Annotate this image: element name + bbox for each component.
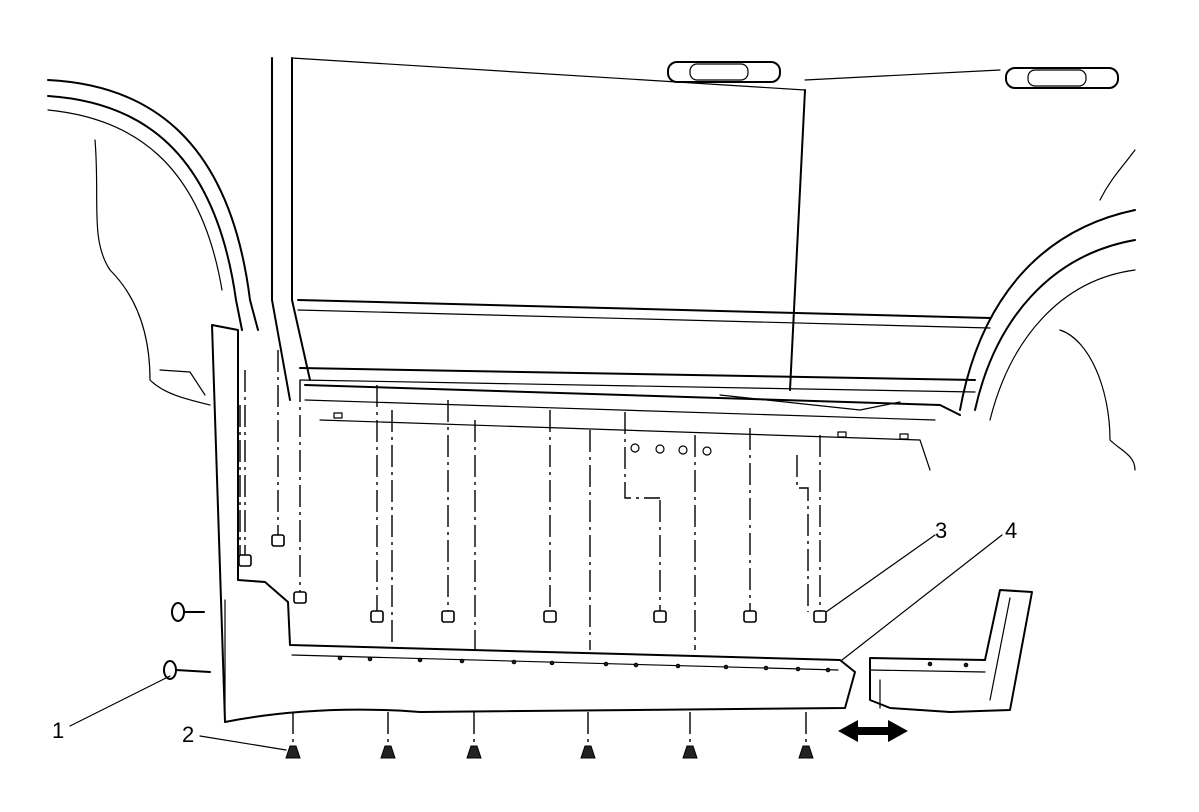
screw: [798, 745, 814, 759]
retainer-clip: [813, 610, 827, 623]
rear-door-handle-icon: [1005, 67, 1119, 89]
leader-lines: [69, 534, 1003, 751]
bottom-screws: [285, 712, 814, 759]
screw: [580, 745, 596, 759]
push-pin: [171, 602, 205, 622]
screw: [682, 745, 698, 759]
retainer-clip: [743, 610, 757, 623]
retainer-clip: [653, 610, 667, 623]
molding-holes: [337, 655, 831, 673]
retainer-clip: [238, 554, 252, 567]
vehicle-body: [47, 57, 1136, 471]
rear-molding-extension: [869, 589, 1033, 713]
screw: [380, 745, 396, 759]
callout-labels: 1 2 3 4: [52, 518, 1017, 747]
rocker-molding: [211, 324, 856, 723]
retainer-clip: [293, 591, 307, 604]
front-door-handle-icon: [667, 61, 781, 83]
retainer-clip: [271, 534, 285, 547]
callout-2: 2: [182, 722, 194, 747]
callout-1: 1: [52, 718, 64, 743]
retainer-clip: [370, 610, 384, 623]
callout-3: 3: [935, 518, 947, 543]
push-pin: [163, 660, 211, 680]
retainer-clips: [238, 534, 827, 623]
retainer-clip: [441, 610, 455, 623]
double-headed-arrow-icon: [838, 720, 908, 742]
screw: [466, 745, 482, 759]
screw: [285, 745, 301, 759]
alignment-lines: [239, 350, 821, 650]
callout-4: 4: [1005, 518, 1017, 543]
retainer-clip: [543, 610, 557, 623]
push-pin-fasteners: [163, 602, 211, 680]
